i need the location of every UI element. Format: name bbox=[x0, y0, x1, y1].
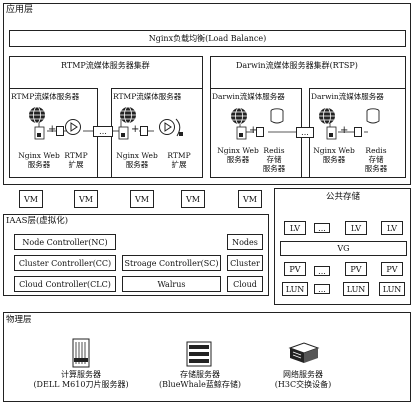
rtmp-server-2-title: RTMP流媒体服务器 bbox=[113, 92, 182, 101]
iaas-layer-title: IAAS层(虚拟化) bbox=[6, 216, 69, 226]
node-controller: Node Controller(NC) bbox=[14, 234, 116, 250]
network-server-label: 网络服务器 (H3C交换设备) bbox=[274, 370, 332, 389]
darwin-server-2-title: Darwin流媒体服务器 bbox=[311, 92, 384, 101]
database-icon bbox=[366, 108, 380, 124]
pv-box: PV bbox=[284, 262, 306, 276]
globe-icon bbox=[120, 106, 136, 124]
globe-icon bbox=[29, 106, 45, 124]
lun-box: LUN bbox=[343, 282, 369, 296]
rtmp-server-2-rtmp-label: RTMP 扩展 bbox=[167, 151, 191, 169]
cluster-controller: Cluster Controller(CC) bbox=[14, 255, 116, 271]
cluster-label: Cluster bbox=[227, 255, 263, 271]
database-icon bbox=[270, 108, 284, 124]
nginx-load-balancer: Nginx负载均衡(Load Balance) bbox=[9, 30, 406, 47]
vm-box: VM bbox=[74, 190, 98, 208]
plus-icon: + bbox=[340, 125, 349, 136]
lv-box: LV bbox=[345, 221, 367, 235]
vm-box: VM bbox=[19, 190, 43, 208]
rtmp-server-1-title: RTMP流媒体服务器 bbox=[11, 92, 80, 101]
vg-box: VG bbox=[280, 241, 407, 256]
server-icon bbox=[236, 126, 247, 140]
storage-controller: Stroage Controller(SC) bbox=[122, 255, 221, 271]
vm-box: VM bbox=[181, 190, 205, 208]
compute-server-label: 计算服务器 (DELL M610刀片服务器) bbox=[33, 370, 129, 389]
lv-box: LV bbox=[284, 221, 306, 235]
plus-icon: + bbox=[48, 124, 57, 135]
rtmp-cluster-title: RTMP流媒体服务器集群 bbox=[61, 61, 150, 70]
cloud-controller: Cloud Controller(CLC) bbox=[14, 276, 116, 292]
server-icon bbox=[326, 126, 337, 140]
vm-box: VM bbox=[238, 190, 262, 208]
darwin-ellipsis-box: ... bbox=[296, 127, 314, 138]
rtmp-server-1-rtmp-label: RTMP 扩展 bbox=[64, 151, 88, 169]
play-icon bbox=[159, 119, 175, 135]
play-icon bbox=[65, 119, 81, 135]
pv-box: PV bbox=[381, 262, 403, 276]
storage-array-icon bbox=[186, 341, 212, 367]
lv-ellipsis: ... bbox=[314, 223, 330, 233]
darwin-server-1-title: Darwin流媒体服务器 bbox=[212, 92, 285, 101]
cloud-label: Cloud bbox=[227, 276, 263, 292]
darwin-cluster-title: Darwin流媒体服务器集群(RTSP) bbox=[236, 61, 358, 70]
disk-box-icon bbox=[56, 126, 64, 136]
pv-ellipsis: ... bbox=[314, 266, 330, 276]
disk-box-icon bbox=[354, 127, 362, 137]
physical-layer-title: 物理层 bbox=[6, 315, 32, 325]
globe-icon bbox=[319, 107, 335, 125]
blade-server-icon bbox=[72, 338, 90, 368]
disk-box-icon bbox=[256, 127, 264, 137]
app-layer-title: 应用层 bbox=[6, 5, 34, 15]
rtmp-server-2-nginx-label: Nginx Web 服务器 bbox=[116, 151, 158, 169]
rtmp-server-1 bbox=[9, 88, 98, 178]
plus-icon: + bbox=[131, 124, 140, 135]
plus-icon: + bbox=[249, 125, 258, 136]
darwin-server-2-nginx-label: Nginx Web 服务器 bbox=[313, 146, 355, 164]
lv-box: LV bbox=[381, 221, 403, 235]
walrus: Walrus bbox=[122, 276, 221, 292]
disk-box-icon bbox=[140, 126, 148, 136]
pv-box: PV bbox=[345, 262, 367, 276]
darwin-server-1-nginx-label: Nginx Web 服务器 bbox=[217, 146, 259, 164]
globe-icon bbox=[231, 107, 247, 125]
network-switch-icon bbox=[288, 342, 320, 363]
rtmp-ellipsis-box: ... bbox=[93, 126, 113, 137]
public-storage-title: 公共存储 bbox=[326, 192, 361, 202]
lun-box: LUN bbox=[282, 282, 308, 296]
darwin-server-2-redis-label: Redis 存储 服务器 bbox=[364, 146, 388, 173]
server-icon bbox=[34, 126, 45, 140]
plug-icon bbox=[175, 118, 183, 137]
lun-ellipsis: ... bbox=[314, 284, 330, 294]
vm-box: VM bbox=[130, 190, 154, 208]
lun-box: LUN bbox=[379, 282, 405, 296]
server-icon bbox=[118, 126, 129, 140]
darwin-server-1-redis-label: Redis 存储 服务器 bbox=[262, 146, 286, 173]
rtmp-server-1-nginx-label: Nginx Web 服务器 bbox=[18, 151, 60, 169]
storage-server-label: 存储服务器 (BlueWhale蓝鲸存储) bbox=[158, 370, 241, 389]
nodes-label: Nodes bbox=[227, 234, 263, 250]
